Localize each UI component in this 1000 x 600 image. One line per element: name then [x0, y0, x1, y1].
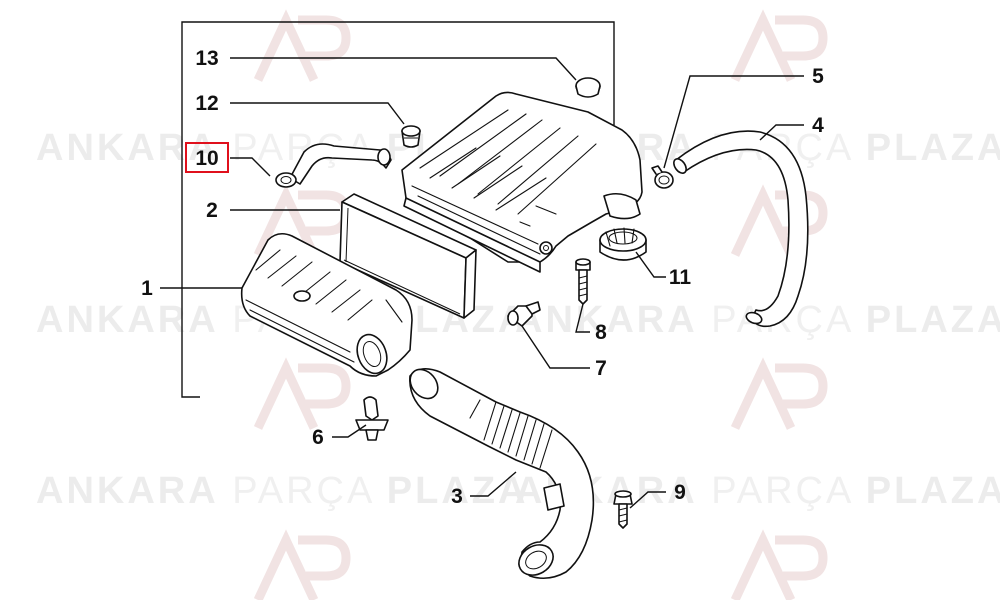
watermark-logo-icon — [730, 9, 828, 82]
watermark-brand-light: PARÇA — [711, 470, 852, 512]
watermark-brand-bold: PLAZA — [866, 299, 1000, 341]
part-3-intake-duct[interactable] — [405, 364, 595, 581]
leader-line-9 — [629, 491, 666, 509]
watermark-brand-bold: PLAZA — [866, 470, 1000, 512]
callout-8[interactable]: 8 — [595, 321, 607, 344]
part-7-screw[interactable] — [507, 301, 541, 327]
part-1-lower-housing[interactable] — [240, 232, 413, 378]
leader-line-12 — [230, 102, 405, 125]
leader-line-13 — [230, 57, 577, 81]
leader-line-10 — [230, 157, 271, 177]
callout-2[interactable]: 2 — [206, 199, 218, 222]
callout-12[interactable]: 12 — [195, 92, 218, 115]
leader-line-5 — [663, 75, 804, 169]
part-4-long-hose[interactable] — [671, 130, 809, 328]
watermark-logo-icon — [253, 529, 351, 600]
callout-5[interactable]: 5 — [812, 65, 824, 88]
watermark-logo-icon — [730, 529, 828, 600]
watermark-logo-icon — [253, 357, 351, 430]
callout-13[interactable]: 13 — [195, 47, 218, 70]
leader-line-11 — [635, 251, 666, 278]
watermark-brand-bold: ANKARA — [515, 470, 698, 512]
watermark-logo-icon — [730, 184, 828, 257]
svg-text:ANKARA PARÇA PLAZA: ANKARA PARÇA PLAZA — [36, 470, 528, 512]
watermark-logo-icon — [253, 9, 351, 82]
leader-line-3 — [470, 471, 517, 497]
watermark-brand-bold: PLAZA — [866, 127, 1000, 169]
assembly-bracket-line — [181, 21, 615, 398]
callout-7[interactable]: 7 — [595, 357, 607, 380]
callout-1[interactable]: 1 — [141, 277, 153, 300]
watermark-brand-bold: ANKARA — [36, 470, 219, 512]
svg-text:ANKARA PARÇA PLAZA: ANKARA PARÇA PLAZA — [515, 470, 1000, 512]
part-5-hose-clamp[interactable] — [651, 165, 674, 189]
part-9-bolt[interactable] — [613, 490, 633, 529]
leader-line-6 — [332, 424, 367, 438]
air-filter-housing-upper — [401, 91, 643, 273]
leader-line-7 — [521, 325, 590, 369]
leader-line-4 — [759, 124, 804, 141]
part-11-seal-ring[interactable] — [599, 227, 647, 261]
callout-6[interactable]: 6 — [312, 426, 324, 449]
watermark-brand-bold: PLAZA — [387, 470, 529, 512]
watermark-brand-bold: ANKARA — [515, 299, 698, 341]
selected-part-highlight-box — [185, 142, 229, 173]
watermark-brand-light: PARÇA — [232, 470, 373, 512]
leader-line-8 — [575, 303, 590, 333]
part-13-grommet[interactable] — [575, 77, 601, 98]
leader-lines — [160, 57, 804, 509]
part-2-filter-element[interactable] — [339, 193, 477, 319]
callout-9[interactable]: 9 — [674, 481, 686, 504]
part-10-breather-hose[interactable] — [275, 143, 392, 188]
watermark-brand-bold: ANKARA — [36, 299, 219, 341]
part-8-bolt[interactable] — [575, 258, 591, 305]
callout-labels: 13 12 10 2 1 5 4 11 8 7 6 3 9 — [141, 47, 824, 508]
watermark-logo-icon — [730, 357, 828, 430]
brand-badge-icon — [293, 290, 311, 302]
part-6-mounting-stud[interactable] — [355, 396, 389, 441]
callout-10[interactable]: 10 — [195, 147, 218, 170]
part-12-plug[interactable] — [401, 125, 421, 148]
callout-4[interactable]: 4 — [812, 114, 824, 137]
callout-11[interactable]: 11 — [669, 266, 692, 289]
watermark-brand-bold: ANKARA — [36, 127, 219, 169]
callout-3[interactable]: 3 — [451, 485, 463, 508]
